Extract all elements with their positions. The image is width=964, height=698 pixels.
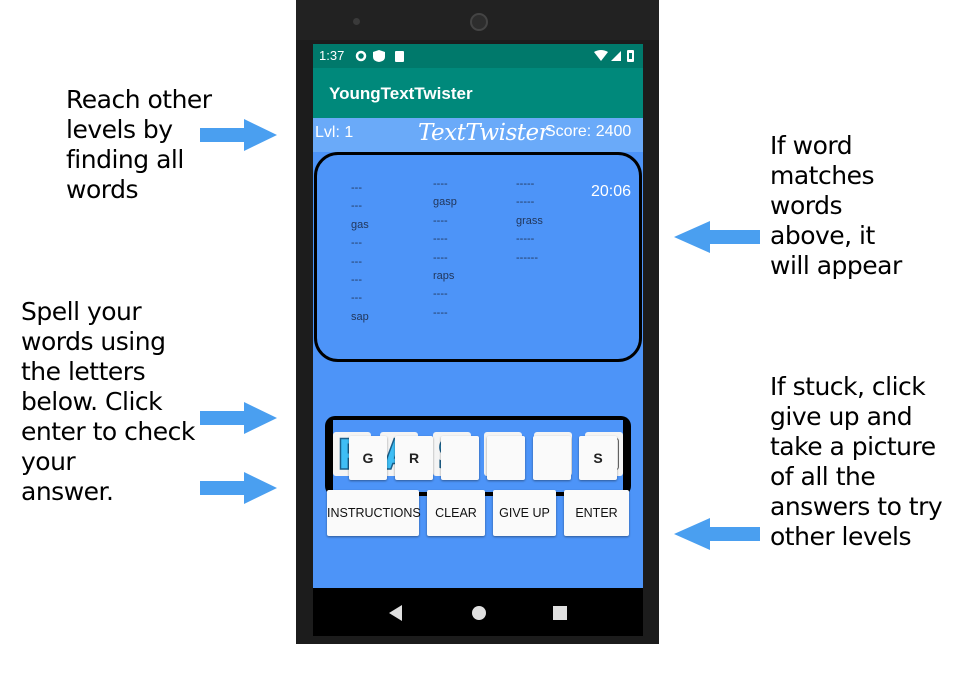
- level-label: Lvl: 1: [315, 124, 354, 141]
- word-slot: ----: [433, 306, 448, 319]
- status-bar: 1:37: [313, 44, 643, 68]
- word-slot: gasp: [433, 196, 457, 209]
- word-slot: grass: [516, 214, 543, 227]
- word-column-2: ---- gasp ---- ---- ---- raps ---- ----: [433, 175, 509, 322]
- enter-button[interactable]: ENTER: [564, 490, 629, 536]
- instructions-button[interactable]: INSTRUCTIONS: [327, 490, 421, 536]
- word-slot: ---: [351, 255, 362, 268]
- letter-button-empty[interactable]: [441, 436, 479, 480]
- sensor-icon: [353, 18, 360, 25]
- give-up-button[interactable]: GIVE UP: [493, 490, 556, 536]
- word-slot: ---: [351, 182, 362, 194]
- word-slot: ---: [351, 292, 362, 305]
- word-column-3: ----- ----- grass ----- ------: [516, 175, 592, 267]
- word-slot: -----: [516, 196, 535, 209]
- status-notification-icons: [355, 50, 404, 62]
- navigation-bar: [313, 588, 643, 636]
- letter-button-r[interactable]: R: [395, 436, 433, 480]
- arrow-right-icon: [200, 119, 277, 151]
- word-slot: ----: [433, 214, 448, 227]
- score-label: Score: 2400: [545, 123, 632, 140]
- app-title: YoungTextTwister: [329, 84, 473, 103]
- word-slot: ---: [351, 237, 362, 250]
- clear-button[interactable]: CLEAR: [427, 490, 485, 536]
- letter-button-s[interactable]: S: [579, 436, 617, 480]
- annotation-matches: If word matches words above, it will app…: [770, 131, 902, 280]
- home-icon[interactable]: [471, 605, 487, 621]
- word-slot: -----: [516, 178, 535, 190]
- word-slot: ----: [433, 288, 448, 301]
- status-time: 1:37: [319, 48, 345, 63]
- word-slot: ----: [433, 233, 448, 246]
- word-slot: ------: [516, 251, 538, 264]
- game-header: Lvl: 1 TextTwister Score: 2400: [313, 118, 643, 152]
- arrow-left-icon: [674, 221, 760, 253]
- back-icon[interactable]: [389, 605, 403, 621]
- word-slot: -----: [516, 233, 535, 246]
- arrow-right-icon: [200, 472, 277, 504]
- annotation-spell: Spell your words using the letters below…: [21, 297, 195, 506]
- word-slot: sap: [351, 310, 369, 323]
- arrow-left-icon: [674, 518, 760, 550]
- word-column-1: --- --- gas --- --- --- --- sap: [351, 179, 427, 326]
- annotation-levels: Reach other levels by finding all words: [66, 85, 212, 204]
- game-area: Lvl: 1 TextTwister Score: 2400 --- --- g…: [313, 118, 643, 588]
- letter-button-g[interactable]: G: [349, 436, 387, 480]
- word-slot: ---: [351, 273, 362, 286]
- word-slot: ----: [433, 178, 448, 190]
- word-list-panel: --- --- gas --- --- --- --- sap ---- gas…: [314, 152, 642, 362]
- status-signal-battery-icons: [594, 50, 634, 62]
- word-slot: ----: [433, 251, 448, 264]
- game-logo: TextTwister: [418, 120, 550, 146]
- word-slot: ---: [351, 200, 362, 213]
- app-bar: YoungTextTwister: [313, 68, 643, 118]
- recents-icon[interactable]: [553, 606, 567, 620]
- arrow-right-icon: [200, 402, 277, 434]
- word-slot: gas: [351, 218, 369, 231]
- annotation-stuck: If stuck, click give up and take a pictu…: [770, 372, 943, 551]
- letter-button-empty[interactable]: [533, 436, 571, 480]
- word-slot: raps: [433, 269, 455, 282]
- countdown-timer: 20:06: [591, 183, 632, 200]
- phone-screen: 1:37 YoungTextTwister Lvl: 1 TextTwister…: [313, 44, 643, 636]
- camera-icon: [470, 13, 488, 31]
- letter-button-empty[interactable]: [487, 436, 525, 480]
